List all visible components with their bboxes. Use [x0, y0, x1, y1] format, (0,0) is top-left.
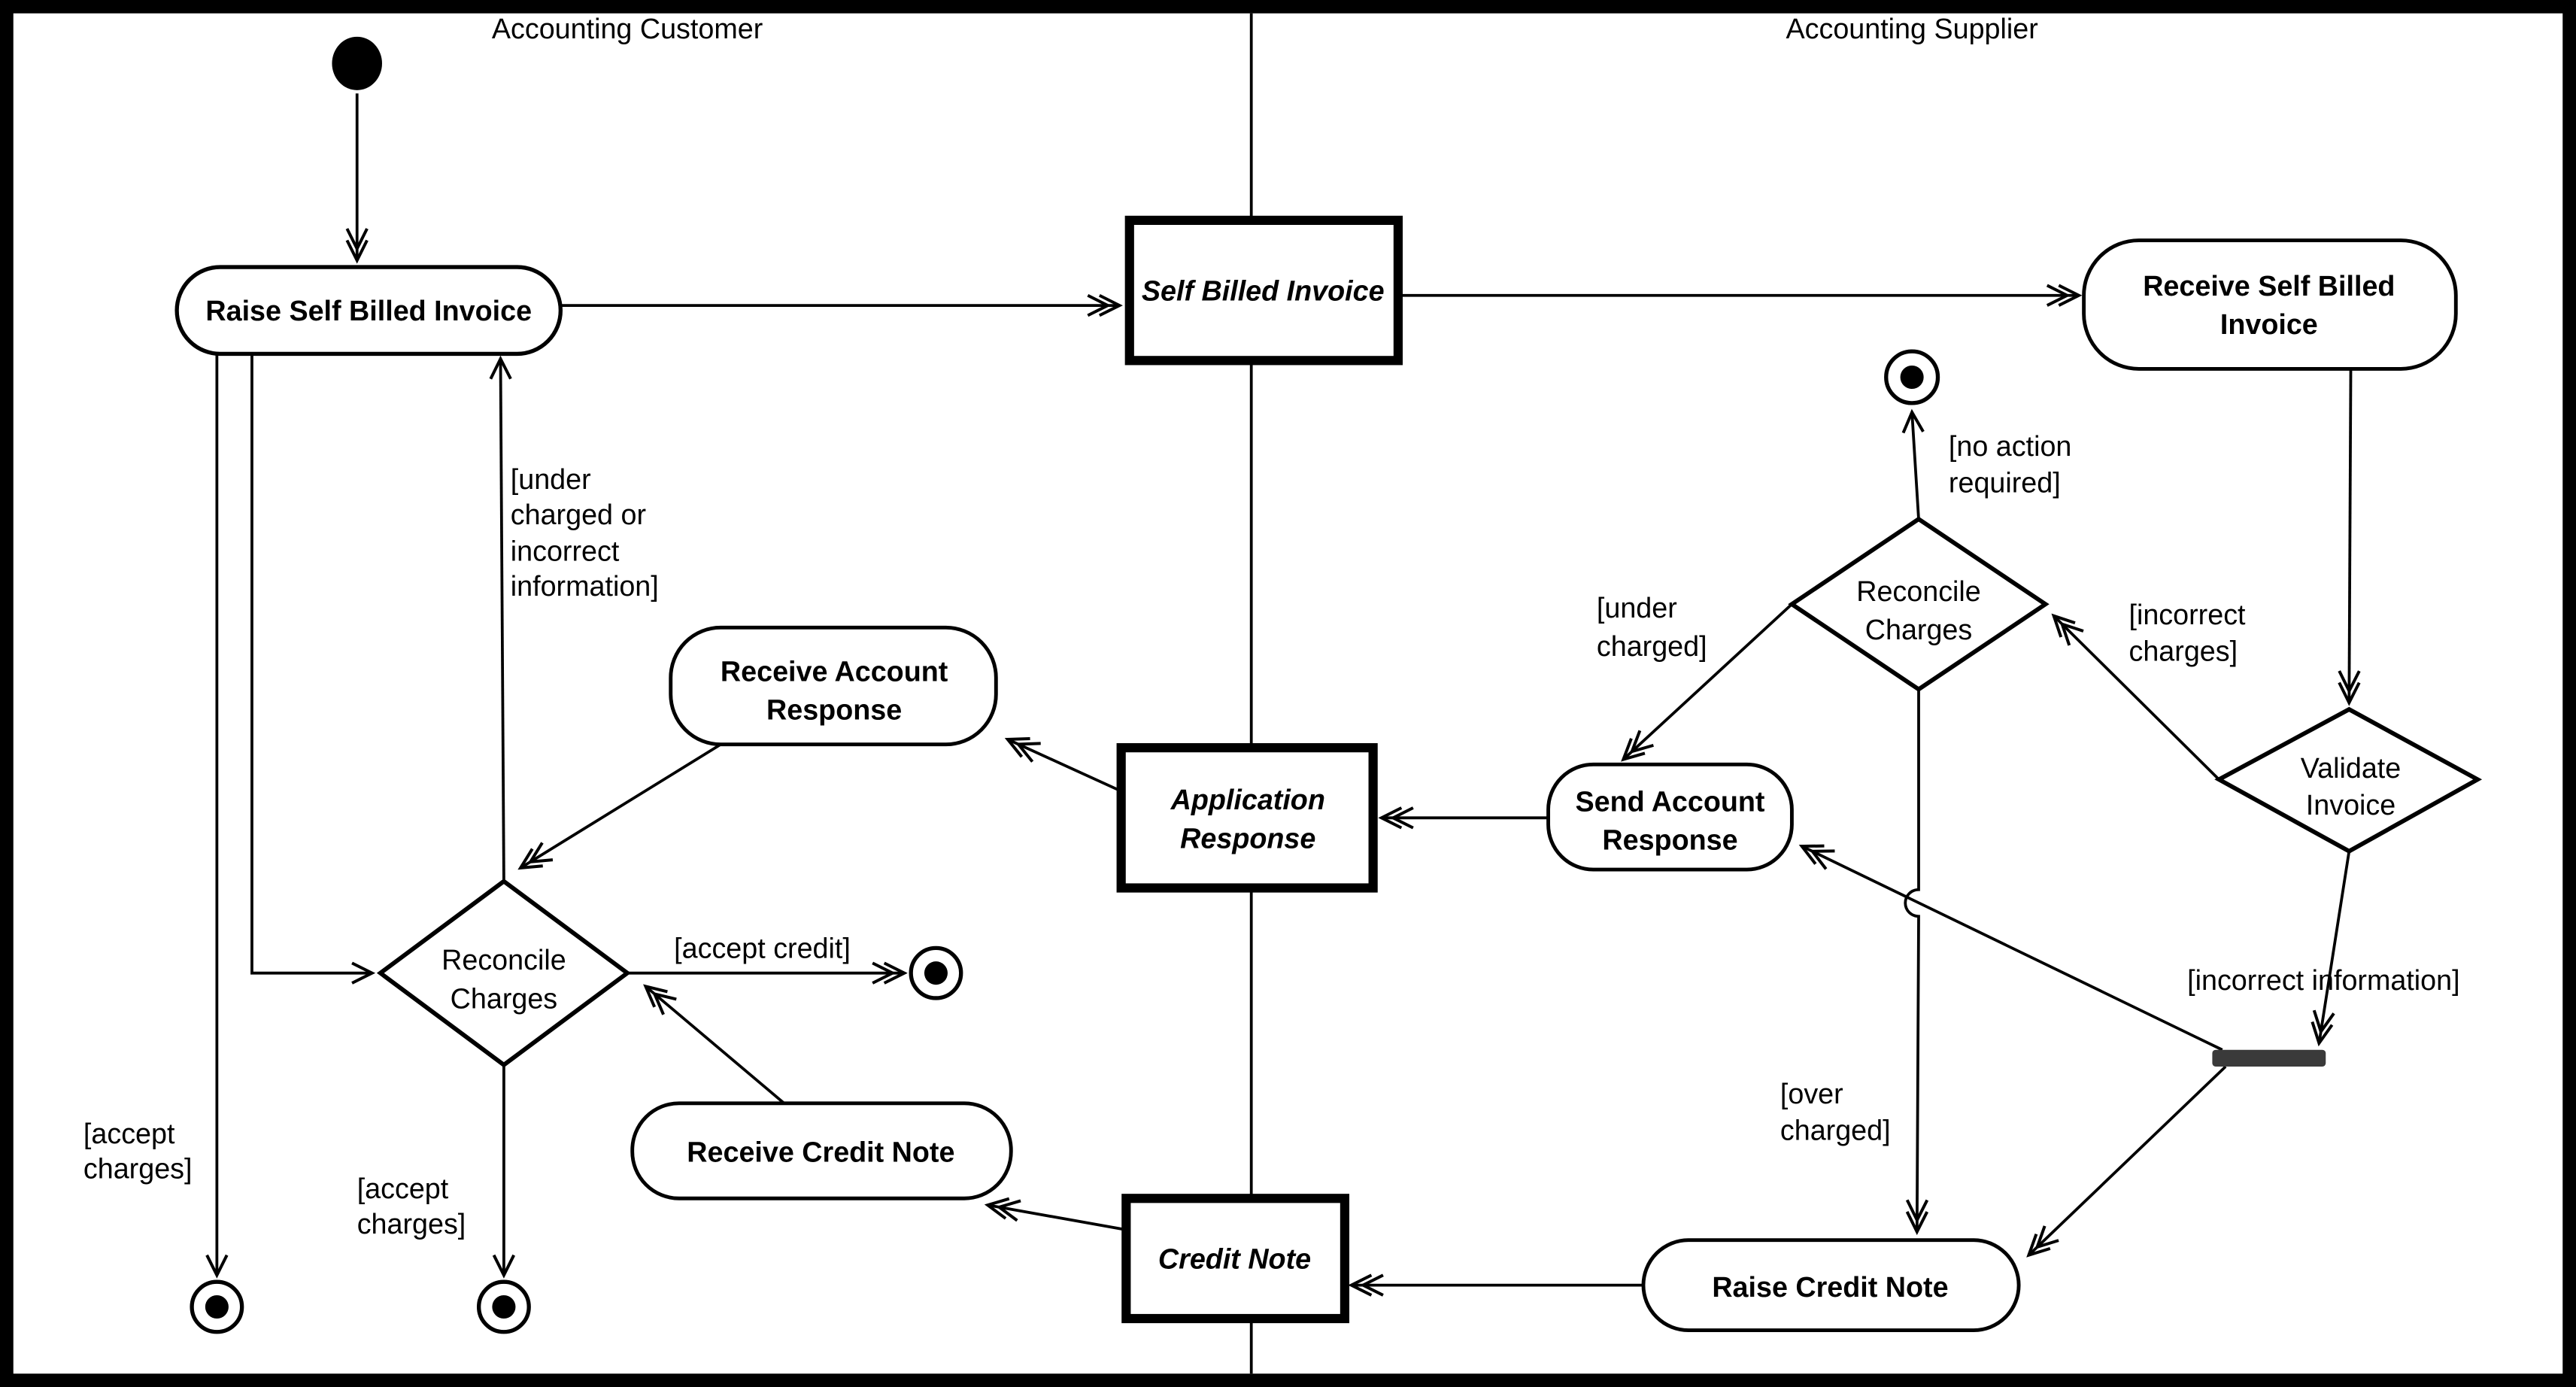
edge-raise-sbi-to-reconcile-customer — [250, 354, 372, 973]
guard-under-charged-line2: charged] — [1597, 630, 1707, 662]
object-application-response-label-line2: Response — [1180, 822, 1315, 854]
activity-receive-account-response-label-line1: Receive Account — [721, 655, 948, 687]
activity-receive-credit-note-label: Receive Credit Note — [687, 1136, 954, 1167]
edge-reconcile-supplier-to-raise-credit-note — [1904, 689, 1919, 1231]
guard-no-action-required-line1: [no action — [1949, 430, 2071, 462]
final-node-accept-charges-left — [190, 1279, 244, 1334]
activity-send-account-response-label-line1: Send Account — [1575, 785, 1764, 817]
activity-send-account-response-label-line2: Response — [1602, 824, 1737, 855]
edge-reconcile-supplier-to-send-response — [1623, 602, 1793, 759]
lane-header-customer: Accounting Customer — [492, 13, 763, 44]
decision-reconcile-charges-customer — [376, 879, 631, 1068]
guard-accept-charges-middle-line1: [accept — [357, 1173, 449, 1204]
guard-incorrect-charges-line1: [incorrect — [2129, 599, 2247, 630]
edge-sync-bar-to-raise-credit-note — [2028, 1065, 2227, 1255]
guard-under-charged-line1: [under — [1597, 592, 1677, 624]
activity-receive-account-response-label-line2: Response — [766, 694, 902, 725]
edge-reconcile-supplier-to-final — [1912, 412, 1919, 520]
guard-accept-charges-middle-line2: charges] — [357, 1208, 466, 1240]
guard-over-charged-line1: [over — [1780, 1078, 1843, 1109]
guard-labels: [no action required] [incorrect charges]… — [83, 430, 2460, 1240]
activity-receive-credit-note — [630, 1101, 1013, 1200]
decision-validate-invoice — [2214, 706, 2483, 854]
decision-reconcile-charges-supplier-label-line1: Reconcile — [1856, 575, 1981, 607]
activity-receive-self-billed-invoice-label-line2: Invoice — [2220, 308, 2318, 340]
activity-receive-self-billed-invoice — [2082, 238, 2458, 371]
edge-receive-sbi-to-validate — [2349, 369, 2350, 703]
activity-raise-self-billed-invoice — [174, 265, 563, 357]
object-credit-note — [1121, 1194, 1350, 1324]
activity-receive-self-billed-invoice-label-line1: Receive Self Billed — [2143, 270, 2395, 302]
object-self-billed-invoice — [1124, 215, 1403, 366]
guard-accept-charges-left-line1: [accept — [83, 1118, 175, 1149]
final-node-no-action — [1884, 349, 1940, 405]
initial-node — [332, 36, 382, 90]
edge-validate-to-sync-bar — [2319, 851, 2351, 1043]
decision-reconcile-charges-supplier-label-line2: Charges — [1865, 614, 1972, 645]
activity-raise-credit-note — [1641, 1238, 2021, 1332]
activity-receive-account-response — [669, 625, 998, 747]
activity-send-account-response — [1546, 762, 1794, 872]
decision-validate-invoice-label-line2: Invoice — [2306, 789, 2395, 821]
guard-under-charged-or-incorrect-line1: [under — [511, 463, 591, 495]
flow-edges — [217, 93, 2350, 1285]
object-credit-note-label: Credit Note — [1158, 1243, 1311, 1274]
guard-incorrect-charges-line2: charges] — [2129, 636, 2238, 667]
final-node-accept-credit — [909, 945, 963, 1000]
edge-receive-response-to-reconcile-customer — [520, 743, 722, 868]
edge-validate-to-reconcile-supplier — [2054, 616, 2220, 781]
edge-reconcile-customer-to-raise-sbi — [500, 359, 503, 880]
decision-validate-invoice-label-line1: Validate — [2301, 752, 2401, 784]
object-self-billed-invoice-label: Self Billed Invoice — [1142, 275, 1385, 306]
guard-under-charged-or-incorrect-line3: incorrect — [511, 536, 620, 567]
edge-sync-bar-to-send-response — [1802, 846, 2223, 1052]
guard-accept-charges-left-line2: charges] — [83, 1153, 193, 1185]
guard-incorrect-information: [incorrect information] — [2187, 964, 2459, 996]
guard-under-charged-or-incorrect-line4: information] — [511, 570, 659, 602]
decision-reconcile-charges-customer-label-line1: Reconcile — [441, 944, 566, 976]
guard-accept-credit: [accept credit] — [674, 933, 851, 964]
decision-reconcile-charges-customer-label-line2: Charges — [451, 982, 557, 1014]
final-node-accept-charges-middle — [476, 1279, 531, 1334]
lane-header-supplier: Accounting Supplier — [1786, 13, 2037, 44]
decision-reconcile-charges-supplier — [1788, 516, 2050, 692]
guard-no-action-required-line2: required] — [1949, 467, 2061, 499]
guard-under-charged-or-incorrect-line2: charged or — [511, 499, 646, 530]
object-application-response-label-line1: Application — [1170, 784, 1325, 815]
object-application-response — [1116, 743, 1378, 893]
edge-application-response-to-receive-response — [1008, 739, 1122, 793]
sync-bar-fork — [2212, 1049, 2326, 1067]
guard-over-charged-line2: charged] — [1780, 1115, 1891, 1146]
edge-credit-note-to-receive-credit-note — [988, 1205, 1128, 1232]
activity-raise-self-billed-invoice-label: Raise Self Billed Invoice — [205, 295, 532, 326]
edge-receive-credit-note-to-reconcile-customer — [645, 986, 785, 1105]
activity-raise-credit-note-label: Raise Credit Note — [1712, 1271, 1948, 1303]
